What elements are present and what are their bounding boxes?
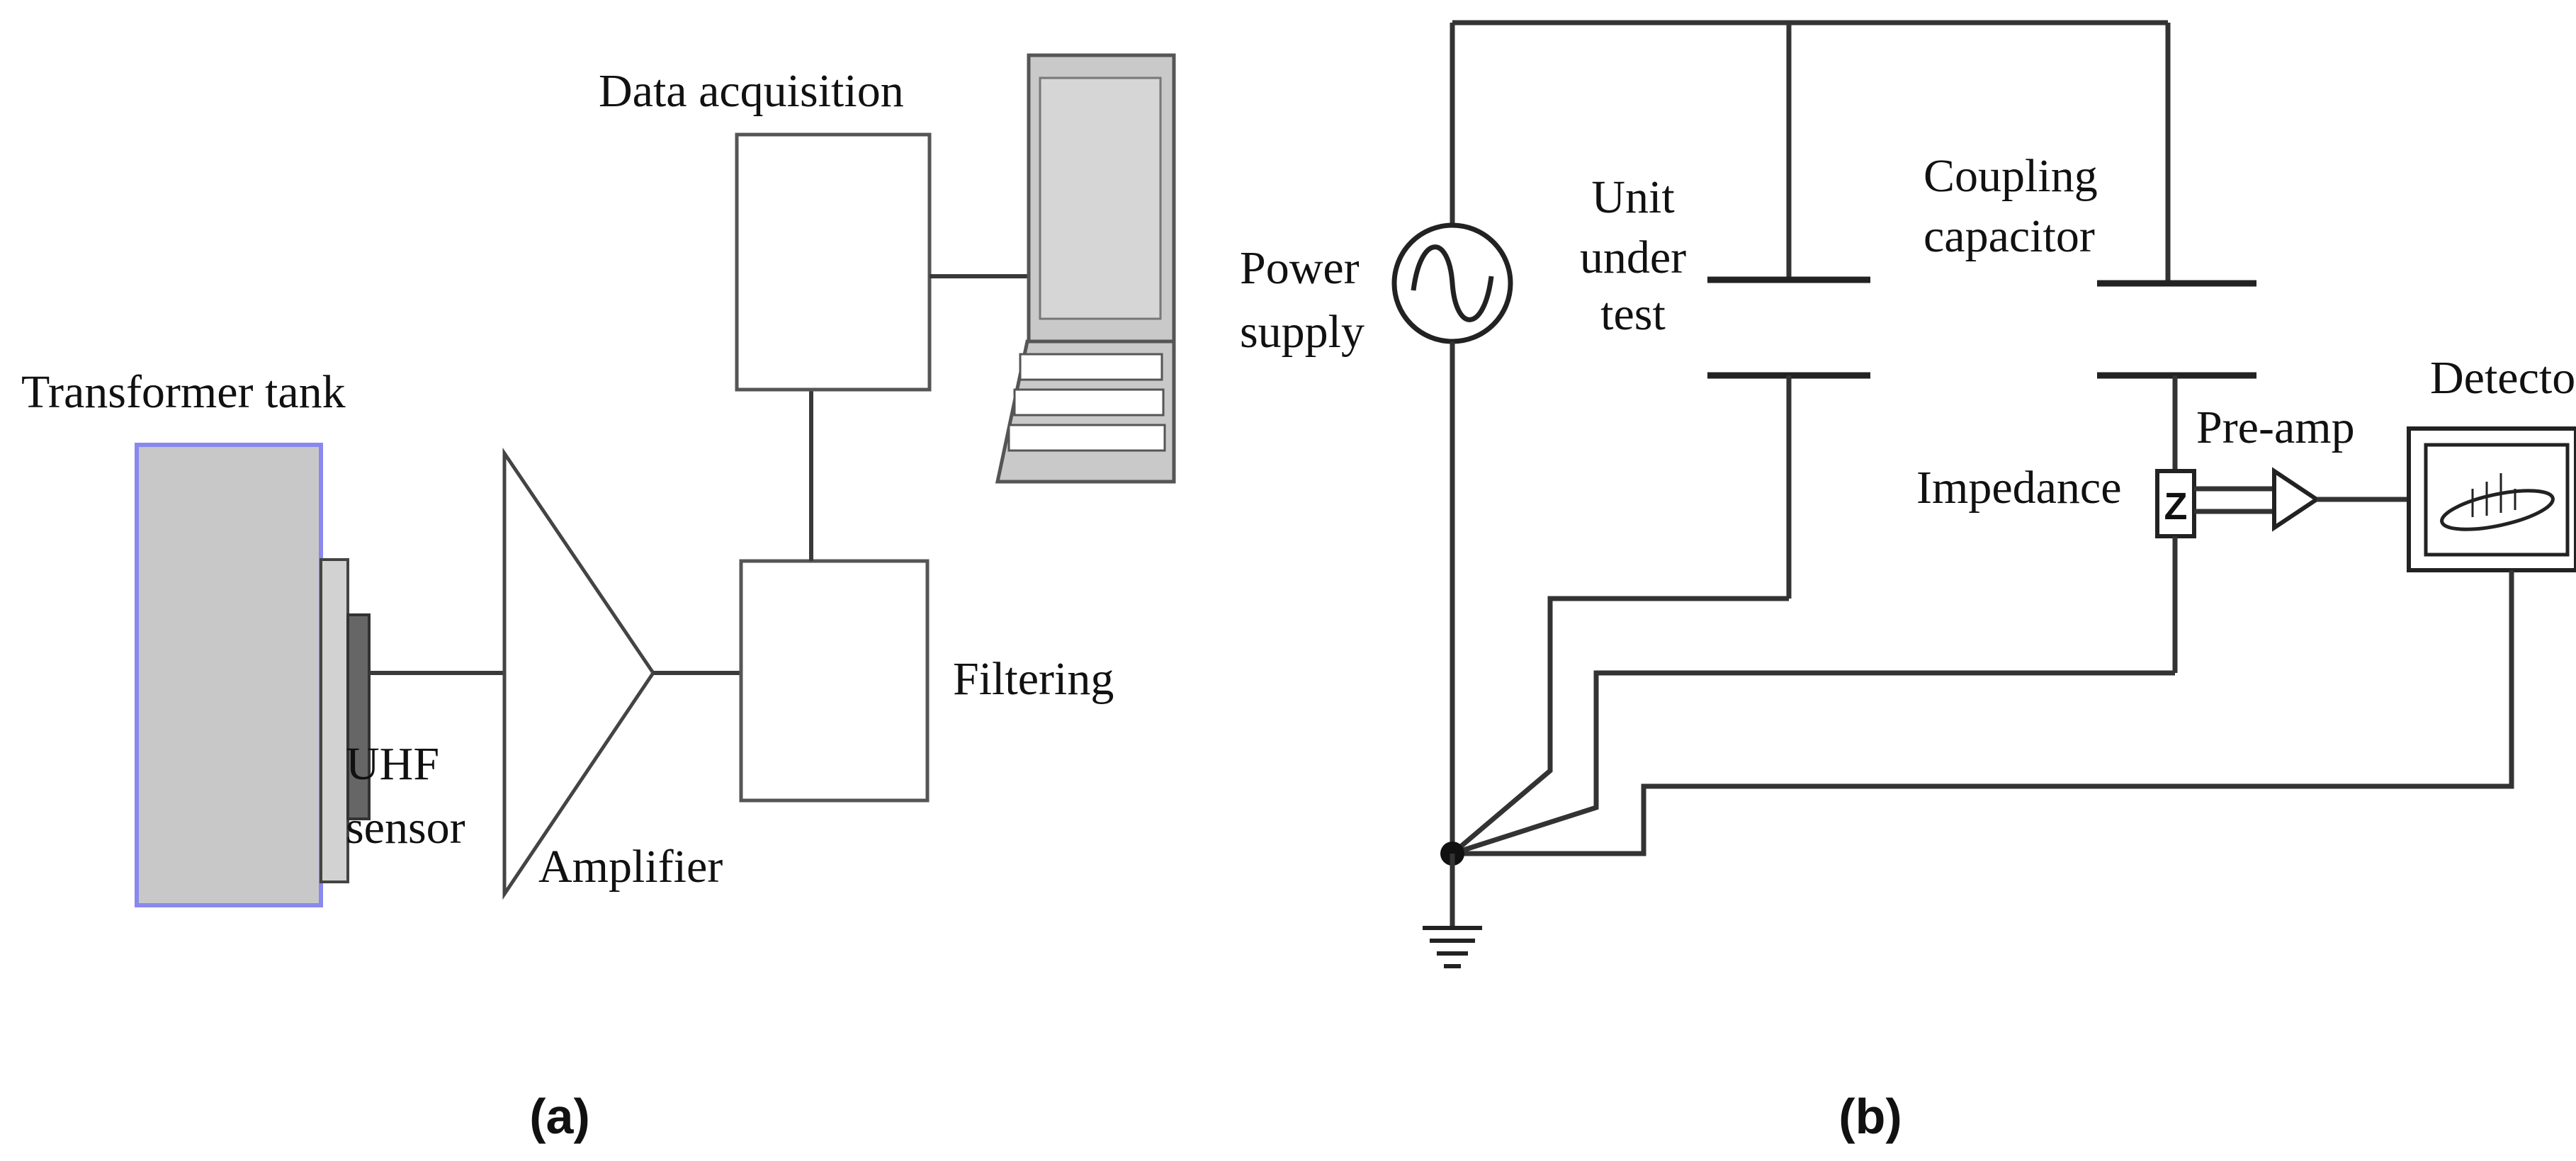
label-sensor: sensor: [346, 802, 465, 854]
label-power: Power: [1240, 242, 1360, 294]
label-data-acquisition: Data acquisition: [599, 65, 904, 117]
computer-icon: [995, 53, 1176, 484]
label-supply: supply: [1240, 306, 1365, 358]
label-capacitor: capacitor: [1923, 210, 2095, 262]
panel-a: Transformer tank UHF sensor Amplifier Fi…: [21, 53, 1176, 1144]
impedance-z-symbol: Z: [2164, 485, 2188, 528]
label-under: under: [1580, 232, 1686, 283]
data-acquisition-box: [735, 132, 932, 392]
keyboard-row-3: [1007, 424, 1166, 452]
computer-screen: [1039, 77, 1162, 320]
label-test: test: [1600, 288, 1666, 340]
label-amplifier: Amplifier: [538, 841, 723, 893]
ac-sine-wave: [1411, 244, 1494, 322]
filtering-box: [739, 559, 930, 803]
detector-trace-ellipse: [2440, 489, 2555, 531]
ground-icon: [1423, 854, 1482, 968]
label-filtering: Filtering: [953, 653, 1114, 705]
label-detector: Detector: [2430, 352, 2576, 404]
label-uhf: UHF: [346, 738, 439, 790]
caption-b: (b): [1838, 1089, 1902, 1144]
preamp-triangle-icon: [2272, 467, 2321, 532]
uhf-sensor: [346, 613, 371, 820]
wire-detector-return: [1452, 570, 2514, 856]
transformer-tank: [135, 443, 323, 907]
keyboard-row-2: [1013, 388, 1165, 417]
detector-screen: [2424, 443, 2570, 557]
keyboard-row-1: [1019, 353, 1163, 381]
label-coupling: Coupling: [1923, 150, 2098, 202]
label-transformer-tank: Transformer tank: [21, 366, 346, 418]
label-impedance: Impedance: [1916, 462, 2122, 514]
oscilloscope-icon: [2407, 426, 2576, 572]
caption-a: (a): [529, 1089, 590, 1144]
label-pre-amp: Pre-amp: [2196, 402, 2355, 453]
amplifier-triangle-icon: [502, 447, 656, 900]
wire-uut-return: [1450, 596, 1789, 856]
wire-impedance-return: [1451, 670, 2175, 856]
panel-b: Power supply Unit under test Coupling ca…: [1240, 20, 2576, 1144]
label-unit: Unit: [1591, 171, 1674, 223]
sensor-mount: [320, 558, 349, 883]
impedance-box: [2155, 469, 2196, 538]
